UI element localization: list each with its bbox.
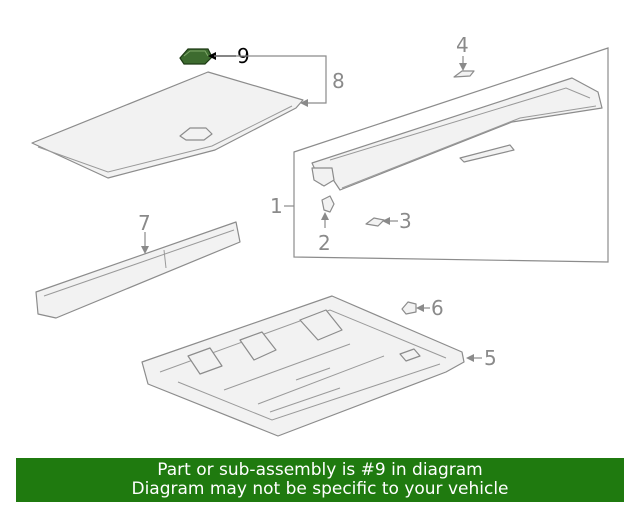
- callout-2: 2: [318, 231, 331, 255]
- banner-line-2: Diagram may not be specific to your vehi…: [131, 479, 509, 499]
- arrowhead-3: [382, 217, 390, 225]
- callout-8: 8: [332, 69, 345, 93]
- part-9-clip[interactable]: [179, 48, 213, 65]
- part-4-cap: [453, 70, 475, 78]
- callout-7: 7: [138, 211, 151, 235]
- callout-4: 4: [456, 33, 469, 57]
- arrowhead-2: [321, 212, 329, 220]
- part-1-trim-panel: [311, 77, 603, 191]
- bracket-8: [214, 55, 327, 104]
- arrowhead-9: [208, 52, 216, 60]
- callout-1: 1: [270, 194, 283, 218]
- arrowhead-7: [141, 246, 149, 254]
- arrowhead-6: [416, 304, 424, 312]
- callout-6: 6: [431, 296, 444, 320]
- assembly-1-box: [293, 47, 609, 263]
- banner-line-1: Part or sub-assembly is #9 in diagram: [157, 460, 483, 480]
- part-3-fastener: [365, 217, 385, 227]
- part-2-clip: [321, 195, 335, 213]
- part-6-push-clip: [401, 301, 417, 315]
- arrowhead-4: [459, 63, 467, 71]
- part-5-storage-tray: [141, 295, 465, 437]
- info-banner: Part or sub-assembly is #9 in diagram Di…: [16, 458, 624, 502]
- part-8-load-floor: [31, 71, 304, 179]
- arrowhead-8: [300, 99, 308, 107]
- parts-diagram: 9 8 1 2 3 4 7: [31, 33, 609, 437]
- callout-5: 5: [484, 346, 497, 370]
- arrowhead-5: [466, 354, 474, 362]
- part-7-sill-plate: [35, 221, 241, 319]
- callout-3: 3: [399, 209, 412, 233]
